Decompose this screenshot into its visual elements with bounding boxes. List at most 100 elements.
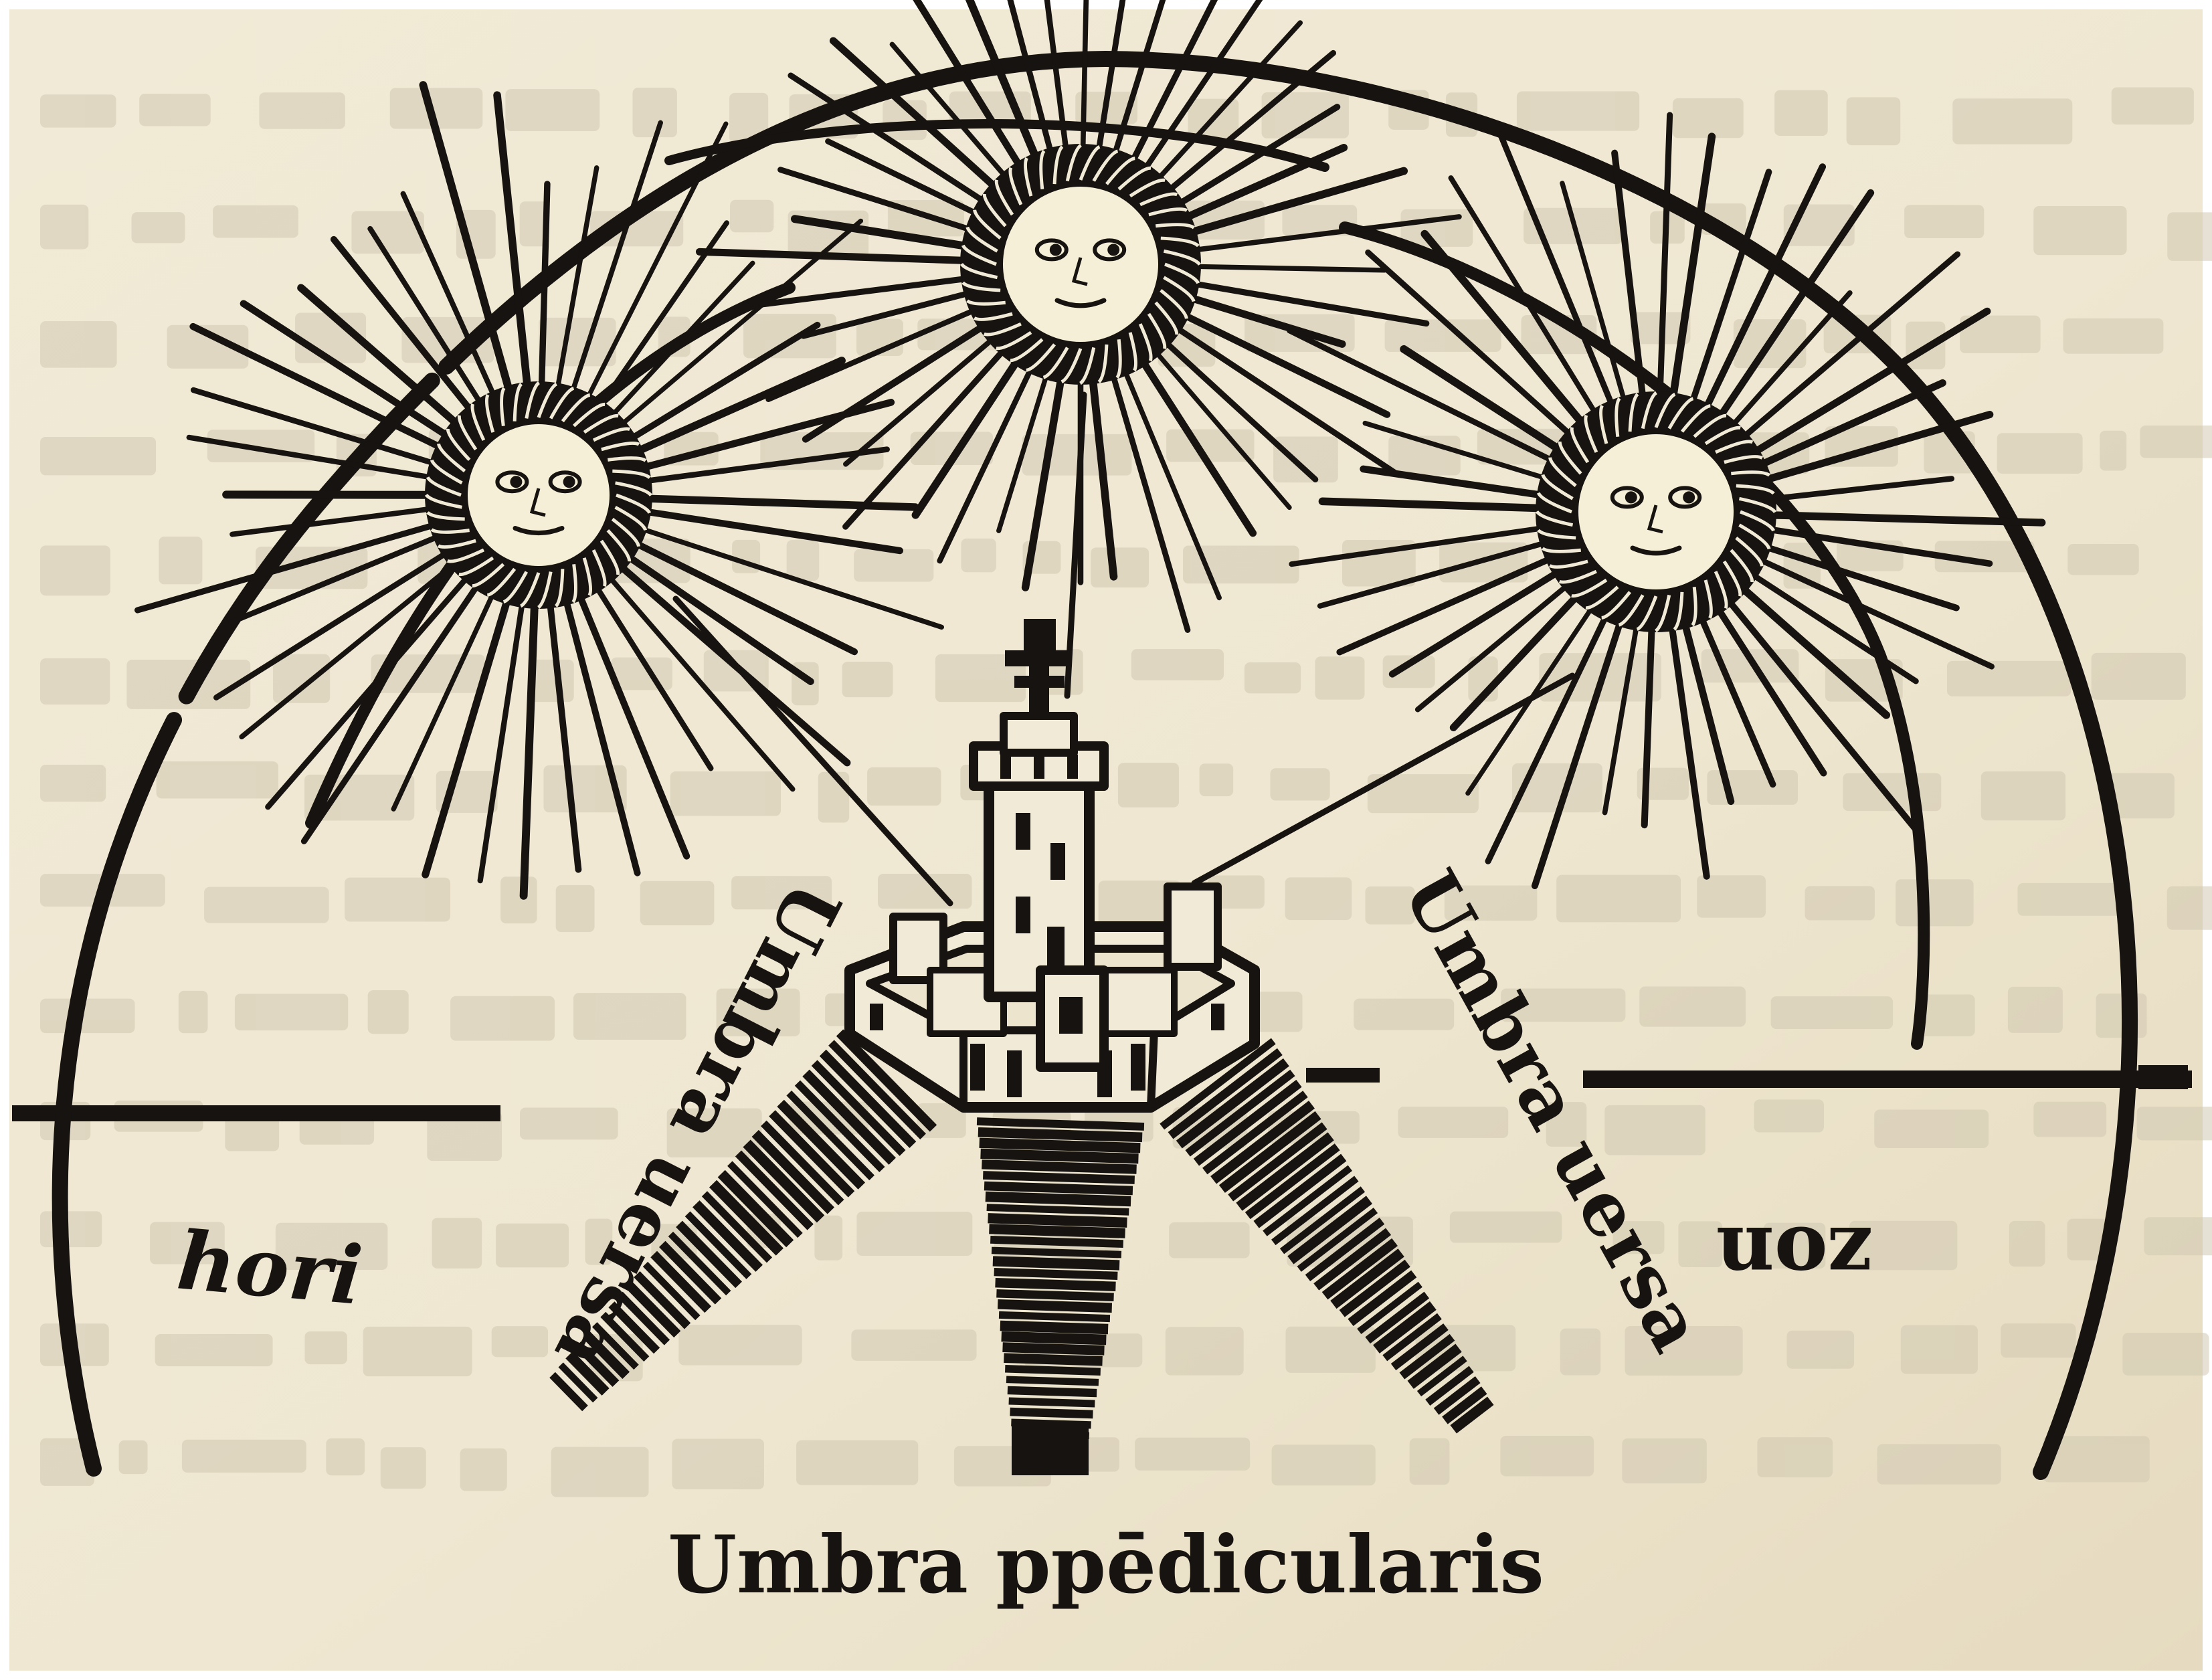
bleed-mark <box>1282 205 1358 236</box>
shadow-hatch <box>1004 1353 1103 1366</box>
sun-hair-curl <box>965 299 1006 306</box>
bleed-mark <box>519 201 549 247</box>
bleed-mark <box>678 1325 802 1366</box>
bleed-mark <box>716 988 800 1036</box>
bleed-mark <box>225 1111 280 1151</box>
sun-hair-curl <box>1730 549 1754 583</box>
sun-hair-curl <box>1601 591 1632 620</box>
shadow-center-hatched <box>976 1117 1145 1475</box>
sun-hair-curl <box>961 281 1001 292</box>
shadow-hatch <box>836 1029 937 1132</box>
ray-right <box>1191 672 1576 886</box>
bleed-mark <box>1516 91 1640 131</box>
bleed-mark <box>1877 1444 2001 1485</box>
sun-ray <box>1531 623 1623 890</box>
sun-hair-curl <box>502 571 529 604</box>
bleed-mark <box>867 767 941 806</box>
bleed-mark <box>1367 774 1479 814</box>
bleed-mark <box>1131 649 1224 680</box>
bleed-mark <box>2009 1220 2045 1267</box>
bleed-mark <box>40 1211 102 1248</box>
sun-ray <box>1690 169 1772 401</box>
sun-hair-curl <box>600 539 620 575</box>
sun-face <box>998 181 1164 347</box>
shadow-hatch <box>982 1159 1137 1174</box>
sun-ray <box>419 81 512 390</box>
sun-hair-curl <box>1667 397 1694 430</box>
sun-ray <box>632 321 821 440</box>
sun-ray <box>1170 50 1337 190</box>
shadow-hatch <box>786 1091 874 1181</box>
sun-ray <box>596 588 714 771</box>
sun-hair-curl <box>430 528 470 534</box>
sun-ray <box>477 604 525 884</box>
sun-ray <box>937 370 1032 564</box>
bleed-mark <box>460 1448 507 1491</box>
sun-hair-curl <box>1163 276 1196 302</box>
sun-hair-curl <box>470 403 486 442</box>
shadow-hatch <box>701 1191 773 1263</box>
shadow-hatch <box>794 1080 885 1173</box>
bleed-mark <box>2096 993 2147 1038</box>
shadow-hatch <box>549 1372 588 1412</box>
sun-ray <box>587 121 729 396</box>
sun-ray <box>1096 0 1126 149</box>
sun-ray <box>1192 295 1346 348</box>
bleed-mark <box>1849 1220 1958 1271</box>
shadow-hatch <box>1007 1386 1097 1398</box>
shadow-hatch <box>1348 1270 1417 1326</box>
shadow-hatch <box>1210 1101 1315 1184</box>
sun-hair-curl <box>1065 143 1083 182</box>
shadow-hatch <box>1236 1132 1334 1211</box>
sun-hair-curl <box>1097 344 1109 383</box>
shadow-hatch <box>769 1110 855 1198</box>
sun-ray <box>1449 595 1578 731</box>
shadow-hatch <box>1365 1291 1430 1344</box>
shadow-hatch <box>1006 1376 1099 1386</box>
shadow-hatch <box>998 1311 1111 1323</box>
sun-hair-curl <box>1148 207 1188 217</box>
sun-ray <box>1007 0 1053 151</box>
shadow-hatch <box>1010 1407 1093 1419</box>
sun-hair-curl <box>1654 594 1671 633</box>
shadow-hatch <box>1390 1323 1449 1371</box>
sun-hair-curl <box>1570 427 1590 464</box>
sun-hair-curl <box>606 529 632 562</box>
sun-ray <box>1669 132 1716 397</box>
sun-ray <box>1414 585 1566 713</box>
bleed-mark <box>814 1215 843 1261</box>
sun-hair-curl <box>583 413 619 434</box>
bleed-mark <box>1135 1437 1251 1471</box>
sun-hair-curl <box>1615 397 1621 438</box>
bleed-mark <box>2111 87 2194 125</box>
bleed-mark <box>2017 882 2124 916</box>
sun-ray <box>190 387 433 465</box>
sun-hair-curl <box>616 493 652 515</box>
sun-hair-curl <box>612 469 651 480</box>
sun-ray <box>800 291 967 339</box>
bleed-mark <box>539 317 616 367</box>
sun-ray <box>1700 619 1776 788</box>
sun-hair-curl <box>1735 536 1764 567</box>
sun-nose <box>529 488 546 517</box>
sun-ray <box>1420 229 1583 424</box>
sun-hair-curl <box>961 244 997 266</box>
bleed-mark <box>139 94 211 126</box>
bleed-mark <box>1409 1438 1450 1485</box>
sun-hair-curl <box>1654 392 1676 428</box>
shadow-center-tip <box>1012 1425 1089 1475</box>
sun-hair-curl <box>446 548 485 563</box>
shadow-hatch <box>777 1099 866 1190</box>
shadow-hatch <box>1297 1208 1378 1272</box>
bleed-mark <box>2167 212 2212 261</box>
sun-hair-curl <box>1535 510 1574 527</box>
bleed-mark <box>1091 547 1149 588</box>
shadow-hatch <box>743 1139 825 1223</box>
bleed-mark <box>491 1326 549 1358</box>
sun-ray <box>189 322 440 449</box>
shadow-hatch <box>996 1289 1114 1302</box>
shadow-hatch <box>1000 1320 1109 1335</box>
bleed-mark <box>40 436 157 476</box>
bleed-mark <box>259 92 345 129</box>
shadow-hatch <box>642 1261 701 1321</box>
